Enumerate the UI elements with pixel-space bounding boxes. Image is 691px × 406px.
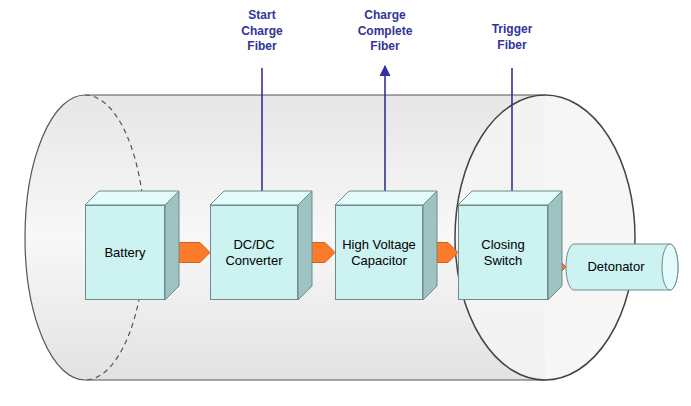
detonator-cylinder: Detonator (566, 244, 678, 290)
block-label: Detonator (583, 257, 648, 277)
cube-top (210, 191, 312, 205)
component-block: Battery (85, 205, 165, 300)
cube-side (165, 191, 179, 300)
cube-side (423, 191, 437, 300)
cylinder-cap (662, 244, 678, 290)
cube-top (85, 191, 179, 205)
fiber-label: Start Charge Fiber (229, 8, 295, 55)
fiber-line (261, 68, 263, 212)
block-label: Closing Switch (459, 235, 547, 270)
block-label: High Voltage Capacitor (336, 235, 422, 270)
cylinder-end (455, 95, 635, 380)
component-block: High Voltage Capacitor (335, 205, 423, 300)
component-block: Closing Switch (458, 205, 548, 300)
fiber-label: Charge Complete Fiber (352, 8, 418, 55)
fiber-line (511, 68, 513, 212)
cube-side (548, 191, 562, 300)
component-block: DC/DC Converter (210, 205, 298, 300)
fiber-label: Trigger Fiber (479, 22, 545, 53)
block-label: DC/DC Converter (211, 235, 297, 270)
cube-top (335, 191, 437, 205)
cube-top (458, 191, 562, 205)
block-label: Battery (100, 243, 149, 263)
cylinder-body (566, 244, 678, 290)
cube-side (298, 191, 312, 300)
